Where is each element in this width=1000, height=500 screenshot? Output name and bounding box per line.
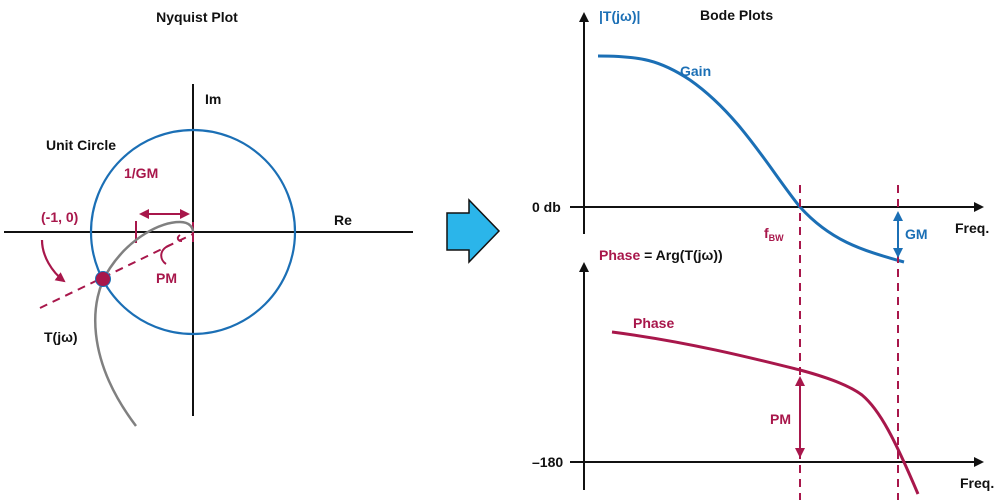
t-jw-curve <box>94 220 195 427</box>
gain-curve <box>597 54 905 264</box>
gain-curve-label: Gain <box>680 63 711 79</box>
bode-title: Bode Plots <box>700 7 773 23</box>
gain-axis-label: |T(jω)| <box>599 8 640 24</box>
nyquist-title: Nyquist Plot <box>156 9 238 25</box>
freq-label-bottom: Freq. <box>960 475 994 491</box>
gm-label: GM <box>905 226 928 242</box>
critical-point-arrow <box>40 239 66 283</box>
minus-one-point-label: (-1, 0) <box>41 209 78 225</box>
unit-circle-crossing-point <box>95 271 111 287</box>
nyquist-plot: Nyquist Plot Im Re Unit Circle 1/GM T(jω… <box>4 9 413 427</box>
gm-label: 1/GM <box>124 165 158 181</box>
pm-angle-arc <box>160 244 171 265</box>
phase-axis-label: Phase = Arg(T(jω)) <box>599 247 723 263</box>
right-arrow-icon <box>446 198 501 264</box>
curve-label: T(jω) <box>44 329 78 345</box>
phase-curve <box>611 330 920 495</box>
zero-db-label: 0 db <box>532 199 561 215</box>
re-label: Re <box>334 212 352 228</box>
phase-curve-label: Phase <box>633 315 674 331</box>
im-label: Im <box>205 91 221 107</box>
unit-circle <box>89 128 297 336</box>
bode-plots: Bode Plots |T(jω)| 0 db Freq. Gain fBW G… <box>532 7 994 500</box>
minus180-label: –180 <box>532 454 563 470</box>
pm-label: PM <box>770 411 791 427</box>
pm-label: PM <box>156 270 177 286</box>
unit-circle-label: Unit Circle <box>46 137 116 153</box>
fbw-label: fBW <box>764 225 784 243</box>
freq-label-top: Freq. <box>955 220 989 236</box>
